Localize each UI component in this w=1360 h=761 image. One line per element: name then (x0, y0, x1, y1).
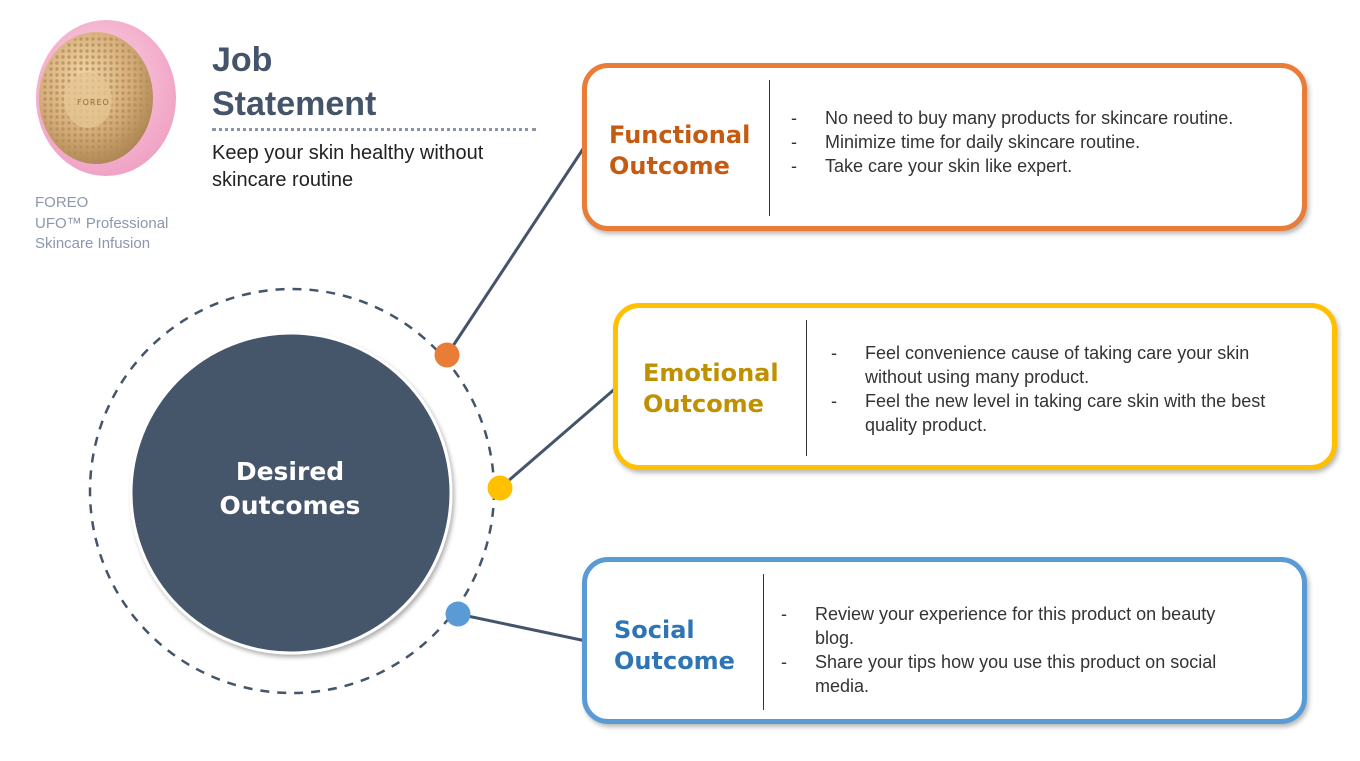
product-caption: FOREO UFO™ Professional Skincare Infusio… (35, 193, 215, 255)
list-item: -Share your tips how you use this produc… (781, 652, 1217, 696)
connector-functional (445, 145, 587, 356)
card-divider (806, 320, 807, 456)
job-statement-title: Job Statement (212, 41, 377, 123)
emotional-outcome-card: Emotional Outcome -Feel convenience caus… (613, 303, 1337, 470)
connector-social (457, 612, 587, 643)
dot-functional (434, 342, 460, 368)
list-item: -No need to buy many products for skinca… (791, 108, 1234, 128)
product-image: FOREO (36, 20, 176, 176)
card-divider (763, 574, 764, 710)
connector-emotional (499, 385, 618, 490)
desired-outcomes-label: Desired Outcomes (219, 457, 361, 520)
product-model: UFO™ Professional (35, 214, 169, 232)
functional-outcome-card: Functional Outcome -No need to buy many … (582, 63, 1307, 231)
list-item: -Feel the new level in taking care skin … (831, 391, 1266, 435)
functional-outcome-title: Functional Outcome (609, 121, 751, 180)
product-type: Skincare Infusion (35, 235, 151, 252)
job-statement-divider (212, 128, 536, 131)
emotional-outcome-list: -Feel convenience cause of taking care y… (831, 341, 1301, 437)
dot-emotional (487, 475, 513, 501)
dot-social (445, 601, 471, 627)
social-outcome-title: Social Outcome (614, 616, 735, 675)
list-item: -Feel convenience cause of taking care y… (831, 343, 1250, 387)
functional-outcome-list: -No need to buy many products for skinca… (791, 106, 1251, 178)
list-item: -Minimize time for daily skincare routin… (791, 132, 1141, 152)
product-brand: FOREO (35, 194, 89, 211)
list-item: -Take care your skin like expert. (791, 156, 1073, 176)
device-brand-logo: FOREO (77, 98, 110, 107)
social-outcome-list: -Review your experience for this product… (781, 602, 1231, 698)
social-outcome-card: Social Outcome -Review your experience f… (582, 557, 1307, 724)
center-circle (129, 331, 453, 655)
job-statement-text: Keep your skin healthy without skincare … (212, 142, 484, 191)
emotional-outcome-title: Emotional Outcome (643, 359, 779, 418)
list-item: -Review your experience for this product… (781, 604, 1216, 648)
card-divider (769, 80, 770, 216)
